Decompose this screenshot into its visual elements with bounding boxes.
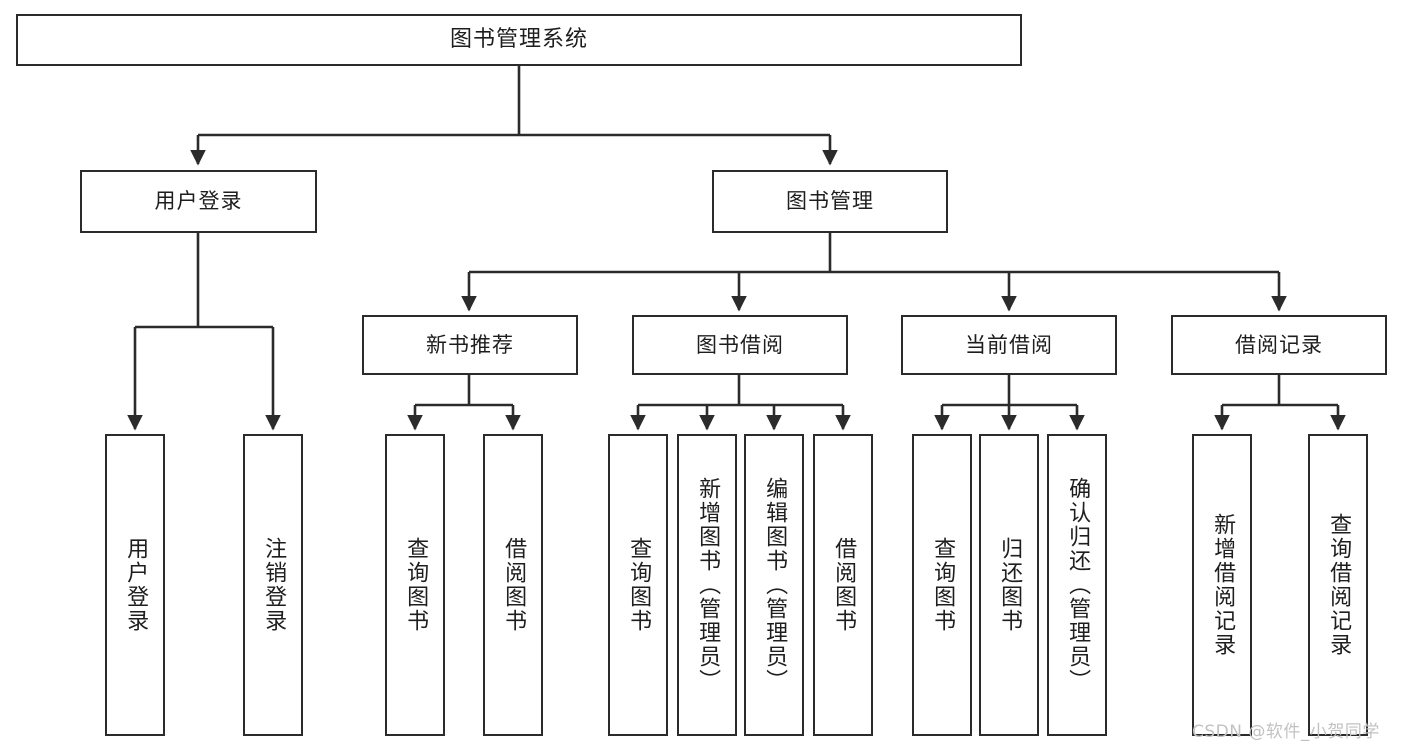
node-label: 图书管理系统	[449, 27, 588, 52]
node-label: 当前借阅	[965, 332, 1053, 357]
node-current-borrow[interactable]: 当前借阅	[901, 315, 1117, 375]
node-leaf-query-book-current[interactable]: 查询图书	[912, 434, 972, 736]
node-leaf-add-book[interactable]: 新增图书（管理员）	[677, 434, 737, 736]
node-user-login[interactable]: 用户登录	[80, 170, 317, 233]
node-leaf-return-book[interactable]: 归还图书	[979, 434, 1039, 736]
node-label: 查询图书	[403, 537, 429, 633]
node-leaf-edit-book[interactable]: 编辑图书（管理员）	[744, 434, 804, 736]
node-label: 图书借阅	[696, 332, 784, 357]
node-leaf-borrow-book[interactable]: 借阅图书	[813, 434, 873, 736]
node-label: 归还图书	[997, 537, 1023, 633]
node-new-book-recommend[interactable]: 新书推荐	[362, 315, 578, 375]
node-leaf-confirm-return[interactable]: 确认归还（管理员）	[1047, 434, 1107, 736]
node-label: 借阅记录	[1235, 332, 1323, 357]
node-label: 编辑图书（管理员）	[762, 477, 788, 693]
node-book-manage[interactable]: 图书管理	[712, 170, 948, 233]
node-label: 新增借阅记录	[1210, 513, 1236, 657]
node-label: 借阅图书	[831, 537, 857, 633]
node-leaf-query-book-borrow[interactable]: 查询图书	[608, 434, 668, 736]
node-label: 查询图书	[626, 537, 652, 633]
node-label: 确认归还（管理员）	[1065, 477, 1091, 693]
node-label: 注销登录	[261, 537, 287, 633]
node-label: 用户登录	[123, 537, 149, 633]
node-book-borrow[interactable]: 图书借阅	[632, 315, 848, 375]
node-label: 新增图书（管理员）	[695, 477, 721, 693]
node-label: 查询图书	[930, 537, 956, 633]
node-leaf-add-borrow-record[interactable]: 新增借阅记录	[1192, 434, 1252, 736]
node-label: 新书推荐	[426, 332, 514, 357]
node-leaf-query-borrow-record[interactable]: 查询借阅记录	[1308, 434, 1368, 736]
node-root-book-management-system[interactable]: 图书管理系统	[16, 14, 1022, 66]
node-leaf-user-login[interactable]: 用户登录	[105, 434, 165, 736]
node-leaf-borrow-book-recommend[interactable]: 借阅图书	[483, 434, 543, 736]
node-label: 图书管理	[786, 189, 874, 213]
node-label: 借阅图书	[501, 537, 527, 633]
node-leaf-query-book-recommend[interactable]: 查询图书	[385, 434, 445, 736]
node-label: 查询借阅记录	[1326, 513, 1352, 657]
node-label: 用户登录	[154, 189, 243, 213]
csdn-watermark: CSDN @软件_小贺同学	[1192, 722, 1380, 742]
node-leaf-logout-login[interactable]: 注销登录	[243, 434, 303, 736]
node-borrow-record[interactable]: 借阅记录	[1171, 315, 1387, 375]
